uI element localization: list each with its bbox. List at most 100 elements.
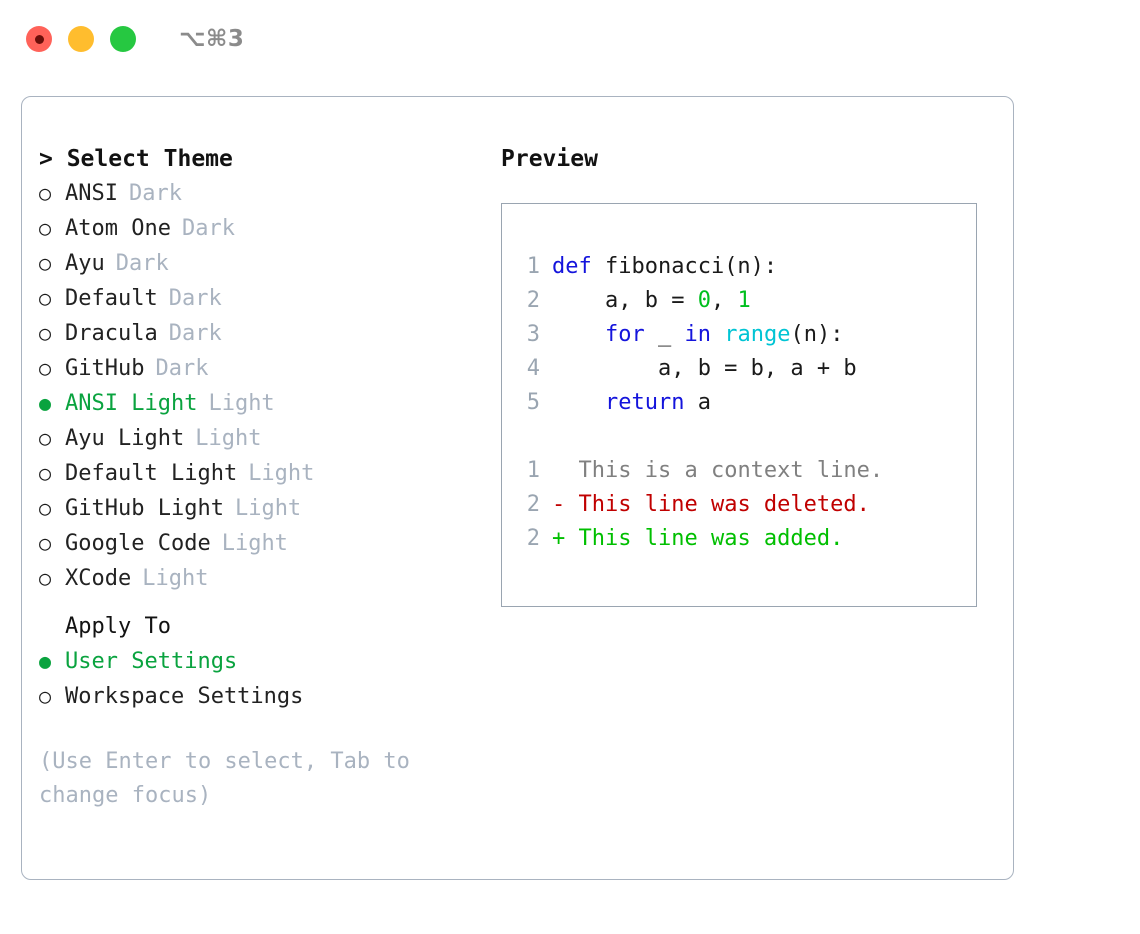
radio-unselected-icon: ○ xyxy=(39,216,52,240)
diff-sample: 1 This is a context line.2- This line wa… xyxy=(514,454,976,556)
radio-unselected-icon: ○ xyxy=(39,286,52,310)
radio-unselected-icon: ○ xyxy=(39,426,52,450)
theme-item-name: Default Light xyxy=(65,461,238,486)
code-token-id: a, b = xyxy=(552,288,698,313)
theme-item-kind: Light xyxy=(208,391,275,416)
apply-to-item-label: User Settings xyxy=(65,649,238,674)
code-line-content: a, b = b, a + b xyxy=(552,352,857,386)
traffic-lights xyxy=(26,26,136,52)
code-token-id: (n): xyxy=(790,322,844,347)
code-token-kw: def xyxy=(552,254,605,279)
theme-item-kind: Dark xyxy=(181,216,235,241)
keyboard-hint-text: (Use Enter to select, Tab to change focu… xyxy=(39,749,410,808)
diff-line-number: 2 xyxy=(526,526,540,551)
diff-marker: + xyxy=(552,526,579,551)
window-titlebar: ⌥⌘3 xyxy=(0,0,1140,78)
diff-line-content: - This line was deleted. xyxy=(552,488,870,522)
code-line: 4 a, b = b, a + b xyxy=(514,352,976,386)
code-token-kw: for xyxy=(604,322,645,347)
code-token-id: fibonacci(n): xyxy=(604,254,778,279)
theme-item-name: Google Code xyxy=(65,531,211,556)
code-token-id: a, b = b, a + b xyxy=(552,356,857,381)
theme-item-dracula[interactable]: ○ Dracula Dark xyxy=(39,316,499,351)
diff-line-number: 1 xyxy=(526,458,540,483)
theme-item-name: XCode xyxy=(65,566,132,591)
diff-line-content: + This line was added. xyxy=(552,522,843,556)
apply-to-list: ● User Settings ○ Workspace Settings xyxy=(39,644,499,714)
radio-unselected-icon: ○ xyxy=(39,531,52,555)
code-token-num: 0 xyxy=(697,288,711,313)
theme-item-atom-one[interactable]: ○ Atom One Dark xyxy=(39,211,499,246)
diff-text: This line was deleted. xyxy=(578,492,870,517)
apply-to-item-workspace-settings[interactable]: ○ Workspace Settings xyxy=(39,679,499,714)
theme-item-name: GitHub Light xyxy=(65,496,224,521)
code-line: 5 return a xyxy=(514,386,976,420)
code-line-number: 5 xyxy=(526,390,540,415)
close-button[interactable] xyxy=(26,26,52,52)
theme-item-kind: Light xyxy=(221,531,288,556)
theme-item-name: Ayu xyxy=(65,251,105,276)
theme-item-kind: Light xyxy=(142,566,209,591)
theme-item-kind: Dark xyxy=(115,251,169,276)
window-title: ⌥⌘3 xyxy=(179,26,245,52)
code-line-number: 4 xyxy=(526,356,540,381)
diff-marker: - xyxy=(552,492,579,517)
theme-item-kind: Light xyxy=(234,496,302,521)
code-token-id xyxy=(552,322,605,347)
code-token-id xyxy=(552,390,605,415)
theme-item-google-code[interactable]: ○ Google Code Light xyxy=(39,526,499,561)
diff-line-del: 2- This line was deleted. xyxy=(514,488,976,522)
diff-line-content: This is a context line. xyxy=(552,454,884,488)
apply-to-panel: Apply To ● User Settings ○ Workspace Settin… xyxy=(39,610,499,714)
code-token-fn: range xyxy=(724,322,791,347)
apply-to-header: Apply To xyxy=(65,614,171,639)
code-line-number: 2 xyxy=(526,288,540,313)
code-line-content: return a xyxy=(552,386,711,420)
apply-to-item-label: Workspace Settings xyxy=(65,684,304,709)
code-token-kw: in xyxy=(684,322,711,347)
apply-to-item-user-settings[interactable]: ● User Settings xyxy=(39,644,499,679)
recording-dot-icon xyxy=(34,34,44,44)
diff-text: This line was added. xyxy=(578,526,844,551)
code-diff-spacer xyxy=(514,420,976,454)
theme-item-kind: Dark xyxy=(168,321,222,346)
code-token-num: 1 xyxy=(737,288,751,313)
theme-item-name: ANSI xyxy=(65,181,118,206)
code-token-id: _ xyxy=(644,322,685,347)
radio-unselected-icon: ○ xyxy=(39,321,52,345)
radio-unselected-icon: ○ xyxy=(39,251,52,275)
theme-item-name: Atom One xyxy=(65,216,171,241)
theme-item-name: Dracula xyxy=(65,321,158,346)
minimize-button[interactable] xyxy=(68,26,94,52)
theme-item-kind: Light xyxy=(248,461,315,486)
theme-item-name: Ayu Light xyxy=(65,426,185,451)
radio-selected-icon: ● xyxy=(39,649,52,673)
theme-item-name: Default xyxy=(65,286,158,311)
code-token-id: a xyxy=(684,390,711,415)
code-line-number: 3 xyxy=(526,322,540,347)
code-token-id: , xyxy=(710,288,738,313)
code-line-content: def fibonacci(n): xyxy=(552,250,777,284)
theme-item-ayu[interactable]: ○ Ayu Dark xyxy=(39,246,499,281)
maximize-button[interactable] xyxy=(110,26,136,52)
radio-unselected-icon: ○ xyxy=(39,684,52,708)
theme-item-kind: Dark xyxy=(155,356,209,381)
code-line: 2 a, b = 0, 1 xyxy=(514,284,976,318)
diff-line-number: 2 xyxy=(526,492,540,517)
diff-line-add: 2 + This line was added. xyxy=(514,522,976,556)
